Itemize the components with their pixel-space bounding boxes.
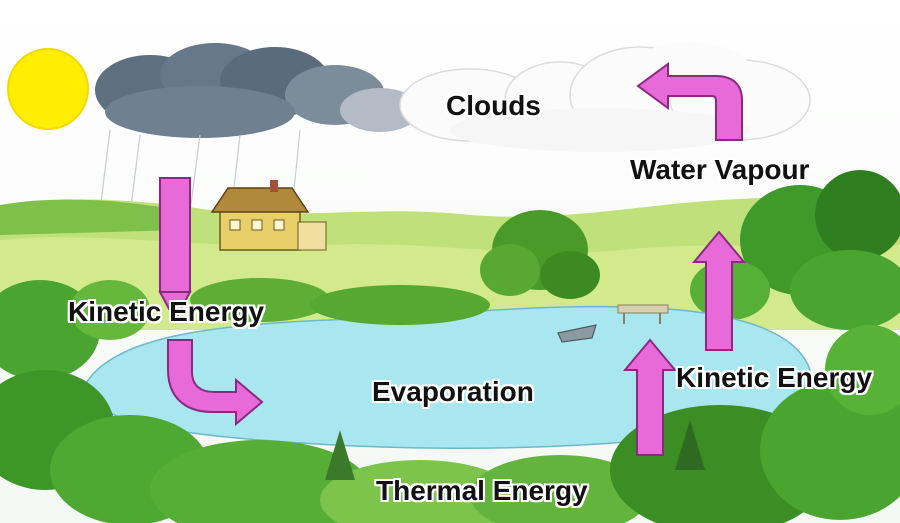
label-clouds: Clouds [446, 90, 541, 121]
house-icon [210, 180, 327, 251]
tree-cluster-center [480, 210, 600, 299]
label-thermal-energy: Thermal Energy [376, 475, 588, 506]
rowboat-icon [557, 324, 597, 343]
label-water-vapour: Water Vapour [630, 154, 810, 185]
storm-cloud [95, 43, 420, 138]
bushes-foreground [150, 325, 900, 523]
forest-right [690, 170, 900, 330]
label-kinetic-energy-left: Kinetic Energy [68, 296, 265, 327]
dock-icon [617, 304, 669, 324]
label-kinetic-energy-right: Kinetic Energy [676, 362, 873, 393]
arrow-rain-down [158, 177, 192, 323]
hedge-left [0, 199, 180, 235]
sun-icon [7, 48, 89, 130]
arrow-vapour-up [691, 230, 747, 351]
arrow-vapour-to-cloud [636, 62, 743, 141]
arrow-evaporation-up [622, 338, 678, 456]
label-evaporation: Evaporation [372, 376, 534, 407]
arrow-runoff-curve [167, 339, 264, 427]
